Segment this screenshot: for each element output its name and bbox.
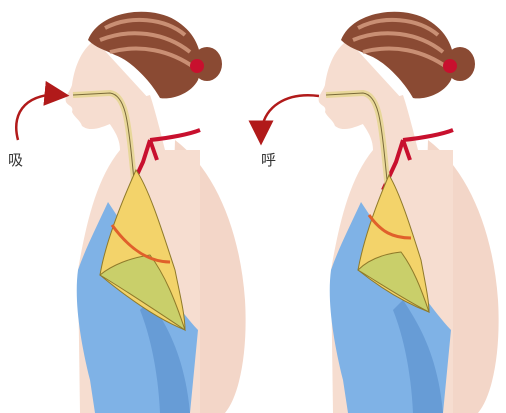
exhale-label: 呼: [261, 149, 276, 170]
inhale-figure: [16, 12, 245, 413]
inhale-label: 吸: [8, 149, 23, 170]
hair-tie: [190, 59, 204, 73]
inhale-arrow: [16, 95, 62, 140]
exhale-figure: [261, 12, 499, 413]
hair-tie: [443, 59, 457, 73]
exhale-arrow: [261, 95, 319, 138]
